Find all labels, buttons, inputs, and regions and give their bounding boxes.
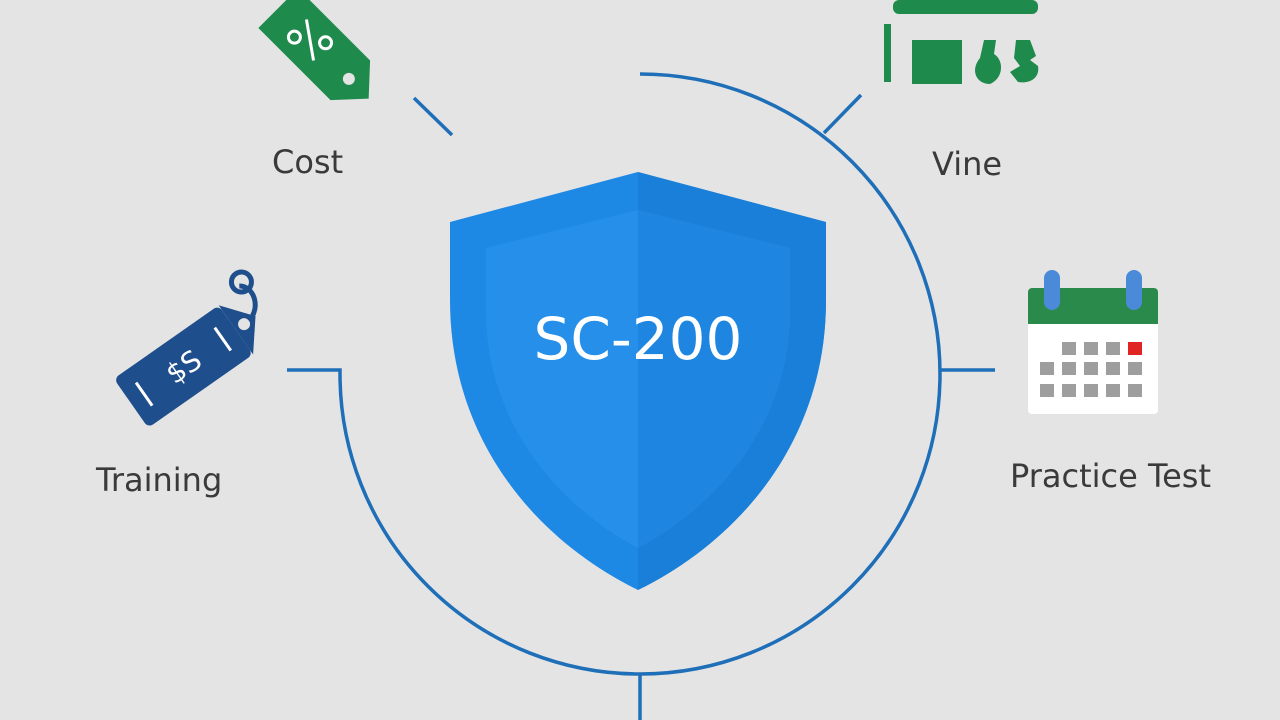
ring-arc-left — [338, 373, 641, 676]
calendar-icon — [1028, 270, 1158, 414]
connector-training — [287, 368, 342, 374]
tools-blocks-icon — [884, 0, 1039, 84]
node-label-vine: Vine — [932, 145, 1003, 183]
shield-icon — [450, 172, 826, 590]
node-label-cost: Cost — [272, 143, 344, 181]
shield-title: SC-200 — [533, 305, 743, 373]
price-tag-dollar-icon: $S — [116, 269, 258, 426]
node-label-training: Training — [96, 461, 223, 499]
ring-arc-right — [639, 72, 942, 676]
node-label-practice-test: Practice Test — [1010, 457, 1211, 495]
price-tag-percent-icon — [258, 0, 371, 101]
connector-cost — [412, 96, 454, 137]
connector-vine — [822, 93, 863, 135]
